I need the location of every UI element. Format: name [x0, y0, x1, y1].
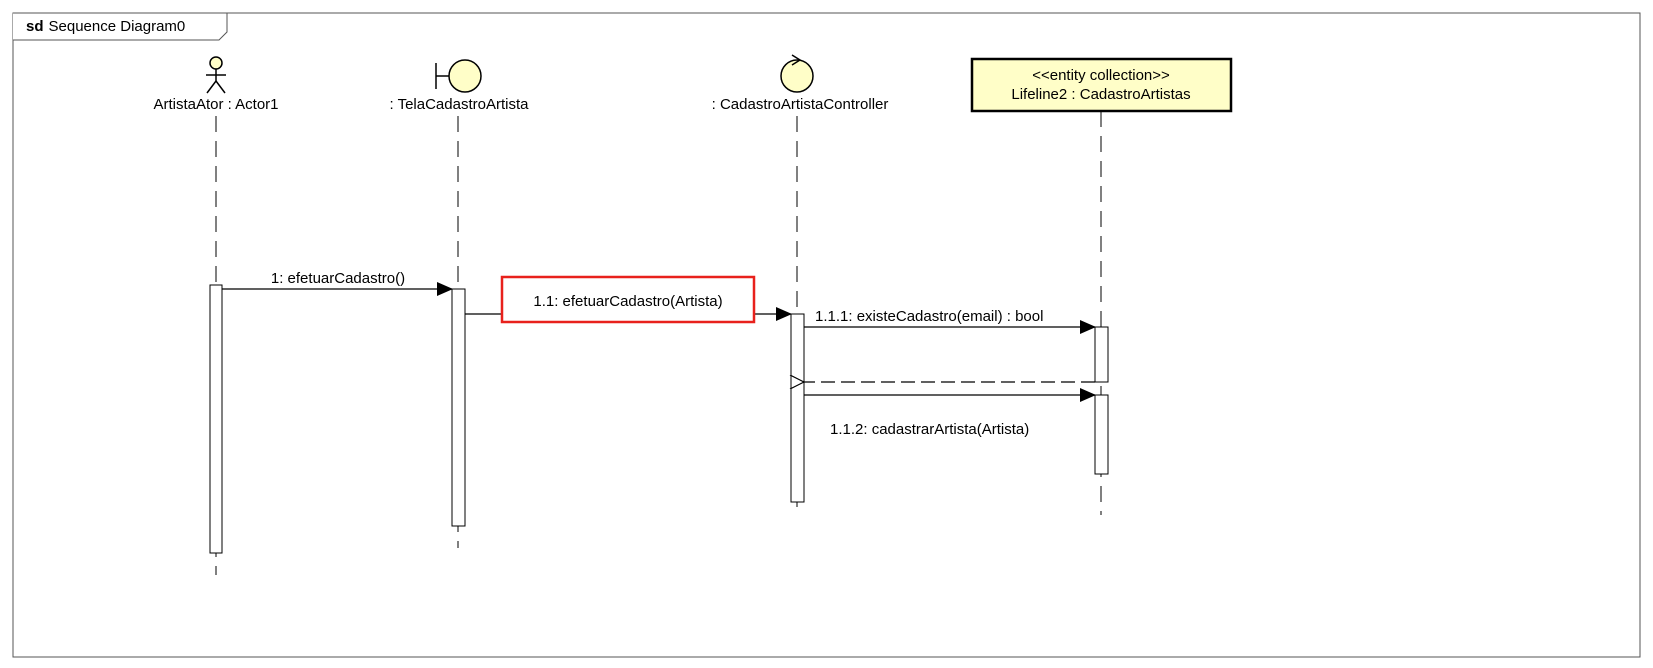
lifeline-boundary[interactable]: : TelaCadastroArtista [390, 59, 530, 548]
control-icon [780, 59, 814, 93]
message-1-1-1[interactable]: 1.1.1: existeCadastro(email) : bool [804, 308, 1096, 334]
boundary-icon [448, 59, 482, 93]
frame-name: Sequence Diagram0 [49, 18, 186, 35]
message-label: 1.1.2: cadastrarArtista(Artista) [830, 421, 1029, 438]
message-label: 1.1: efetuarCadastro(Artista) [533, 293, 722, 310]
message-label: 1.1.1: existeCadastro(email) : bool [815, 308, 1043, 325]
activation-bar-entity-2 [1094, 394, 1109, 475]
message-1-1-2[interactable]: 1.1.2: cadastrarArtista(Artista) [804, 388, 1096, 438]
entity-stereotype: <<entity collection>> [1032, 67, 1170, 84]
lifeline-entity[interactable]: <<entity collection>> Lifeline2 : Cadast… [970, 57, 1233, 515]
diagram-frame [12, 12, 1641, 658]
lifeline-control[interactable]: : CadastroArtistaController [712, 54, 889, 515]
lifeline-actor[interactable]: ArtistaAtor : Actor1 [153, 56, 279, 575]
actor-icon [209, 56, 223, 70]
highlight-box [500, 275, 756, 324]
message-label: 1: efetuarCadastro() [271, 270, 405, 287]
lifeline-label-control: : CadastroArtistaController [712, 96, 889, 113]
lifeline-label-entity: Lifeline2 : CadastroArtistas [1011, 86, 1190, 103]
frame-keyword: sd [26, 18, 44, 35]
message-1[interactable]: 1: efetuarCadastro() [222, 270, 453, 296]
frame-tab [13, 12, 228, 41]
lifeline-label-actor: ArtistaAtor : Actor1 [153, 96, 278, 113]
message-1-1[interactable]: 1.1: efetuarCadastro(Artista) [465, 275, 792, 324]
frame-title: sd Sequence Diagram0 [26, 18, 185, 35]
activation-bar-entity-1 [1094, 326, 1109, 383]
activation-bar-boundary [451, 288, 466, 527]
lifeline-label-boundary: : TelaCadastroArtista [390, 96, 530, 113]
activation-bar-control [790, 313, 805, 503]
activation-bar-actor [209, 284, 223, 554]
